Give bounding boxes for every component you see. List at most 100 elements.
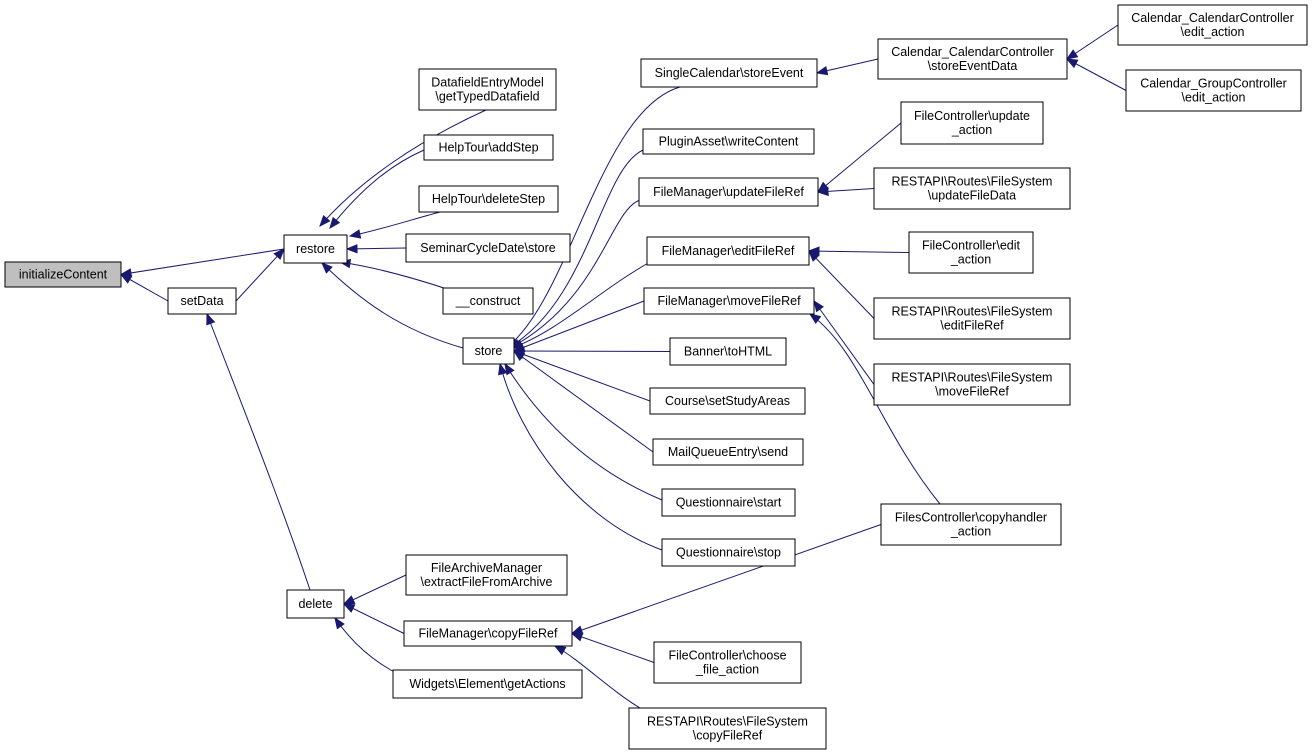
node-deleteStep[interactable]: HelpTour\deleteStep	[418, 185, 559, 213]
edge-banner-to-store	[512, 346, 671, 356]
node-store[interactable]: store	[462, 337, 515, 365]
node-singleCal[interactable]: SingleCalendar\storeEvent	[640, 58, 818, 88]
node-fmEdit[interactable]: FileManager\editFileRef	[646, 236, 810, 266]
edge-line	[507, 149, 644, 349]
node-label: Calendar_CalendarController	[1131, 11, 1294, 25]
node-box	[642, 128, 815, 155]
edge-fmUpdate-to-store	[508, 199, 641, 349]
edge-grpEdit-to-calStore	[1065, 58, 1127, 91]
node-fmMove[interactable]: FileManager\moveFileRef	[643, 287, 815, 315]
node-label: Questionnaire\start	[676, 496, 782, 510]
edge-arrowhead	[816, 186, 829, 197]
node-addStep[interactable]: HelpTour\addStep	[423, 134, 554, 161]
node-calEdit[interactable]: Calendar_CalendarController\edit_action	[1117, 4, 1308, 46]
edge-line	[817, 122, 902, 193]
edge-line	[571, 524, 882, 634]
edge-restMove-to-fmMove	[813, 299, 875, 385]
edge-arrowhead	[553, 645, 567, 656]
edge-line	[513, 350, 651, 402]
node-banner[interactable]: Banner\toHTML	[669, 337, 787, 366]
node-fmUpdate[interactable]: FileManager\updateFileRef	[638, 177, 819, 207]
edge-line	[511, 261, 651, 349]
edge-line	[505, 86, 681, 349]
edge-arrowhead	[808, 313, 822, 324]
node-label: \moveFileRef	[935, 385, 1009, 399]
node-box	[661, 488, 796, 517]
edge-line	[513, 350, 671, 352]
node-label: PluginAsset\writeContent	[659, 135, 799, 149]
node-label: _file_action	[695, 663, 759, 677]
edge-datafield-to-restore	[319, 109, 487, 228]
edge-qStop-to-store	[498, 362, 663, 551]
node-box	[908, 231, 1034, 274]
edge-arrowhead	[342, 595, 356, 605]
node-box	[628, 707, 827, 750]
edge-calEdit-to-calStore	[1065, 24, 1119, 60]
edge-arrowhead	[570, 632, 584, 642]
node-setData[interactable]: setData	[167, 287, 237, 315]
node-restMove[interactable]: RESTAPI\Routes\FileSystem\moveFileRef	[873, 363, 1071, 406]
node-box	[4, 261, 122, 288]
node-fcUpdate[interactable]: FileController\update_action	[900, 101, 1044, 145]
node-course[interactable]: Course\setStudyAreas	[649, 387, 806, 415]
node-box	[403, 620, 573, 647]
edge-line	[319, 109, 487, 227]
edge-line	[513, 350, 654, 453]
node-pluginAsset[interactable]: PluginAsset\writeContent	[642, 128, 815, 155]
node-fcChoose[interactable]: FileController\choose_file_action	[653, 641, 802, 684]
edge-fcEdit-to-fmEdit	[807, 246, 910, 256]
node-label: DatafieldEntryModel	[431, 76, 544, 90]
edge-arrowhead	[334, 616, 345, 630]
edge-line	[809, 313, 941, 505]
edge-restUpdate-to-fmUpdate	[816, 186, 875, 197]
node-label: FilesController\copyhandler	[895, 511, 1047, 525]
edge-arrowhead	[273, 248, 285, 260]
node-seminar[interactable]: SeminarCycleDate\store	[405, 233, 571, 263]
node-fam[interactable]: FileArchiveManager\extractFileFromArchiv…	[405, 554, 568, 596]
node-fmCopy[interactable]: FileManager\copyFileRef	[403, 620, 573, 647]
node-restUpdate[interactable]: RESTAPI\Routes\FileSystem\updateFileData	[873, 167, 1071, 210]
node-label: FileController\edit	[922, 239, 1020, 253]
node-box	[643, 287, 815, 315]
node-box	[900, 101, 1044, 145]
edge-line	[206, 313, 311, 591]
node-label: FileManager\copyFileRef	[419, 627, 558, 641]
node-box	[442, 287, 534, 315]
node-label: FileManager\moveFileRef	[657, 294, 801, 308]
node-box	[652, 438, 804, 466]
edge-restCopy-to-fmCopy	[553, 645, 641, 709]
node-restCopy[interactable]: RESTAPI\Routes\FileSystem\copyFileRef	[628, 707, 827, 750]
node-grpEdit[interactable]: Calendar_GroupController\edit_action	[1125, 69, 1302, 112]
node-label: \extractFileFromArchive	[421, 575, 553, 589]
node-restEdit[interactable]: RESTAPI\Routes\FileSystem\editFileRef	[873, 297, 1071, 340]
node-datafield[interactable]: DatafieldEntryModel\getTypedDatafield	[418, 68, 557, 111]
node-label: RESTAPI\Routes\FileSystem	[892, 175, 1053, 189]
node-box	[877, 38, 1068, 80]
node-widgets[interactable]: Widgets\Element\getActions	[392, 669, 583, 699]
edge-calStore-to-singleCal	[815, 58, 879, 76]
node-qStop[interactable]: Questionnaire\stop	[661, 538, 796, 567]
node-label: Widgets\Element\getActions	[409, 677, 565, 691]
node-label: delete	[298, 597, 332, 611]
node-box	[1117, 4, 1308, 46]
node-box	[418, 68, 557, 111]
node-qStart[interactable]: Questionnaire\start	[661, 488, 796, 517]
node-calStore[interactable]: Calendar_CalendarController\storeEventDa…	[877, 38, 1068, 80]
node-restore[interactable]: restore	[283, 234, 348, 264]
node-box	[873, 167, 1071, 210]
node-fcEdit[interactable]: FileController\edit_action	[908, 231, 1034, 274]
node-fsCopyHandler[interactable]: FilesController\copyhandler_action	[880, 503, 1062, 546]
edge-line	[504, 363, 663, 501]
node-initializeContent[interactable]: initializeContent	[4, 261, 122, 288]
node-label: SingleCalendar\storeEvent	[655, 66, 804, 80]
node-construct[interactable]: __construct	[442, 287, 534, 315]
node-delete[interactable]: delete	[286, 589, 345, 619]
node-mail[interactable]: MailQueueEntry\send	[652, 438, 804, 466]
edge-line	[499, 363, 663, 551]
edge-arrowhead	[504, 362, 515, 376]
node-label: \edit_action	[1181, 25, 1245, 39]
node-box	[640, 58, 818, 88]
node-label: _action	[950, 253, 991, 267]
node-label: Questionnaire\stop	[676, 546, 781, 560]
node-label: HelpTour\deleteStep	[432, 192, 545, 206]
